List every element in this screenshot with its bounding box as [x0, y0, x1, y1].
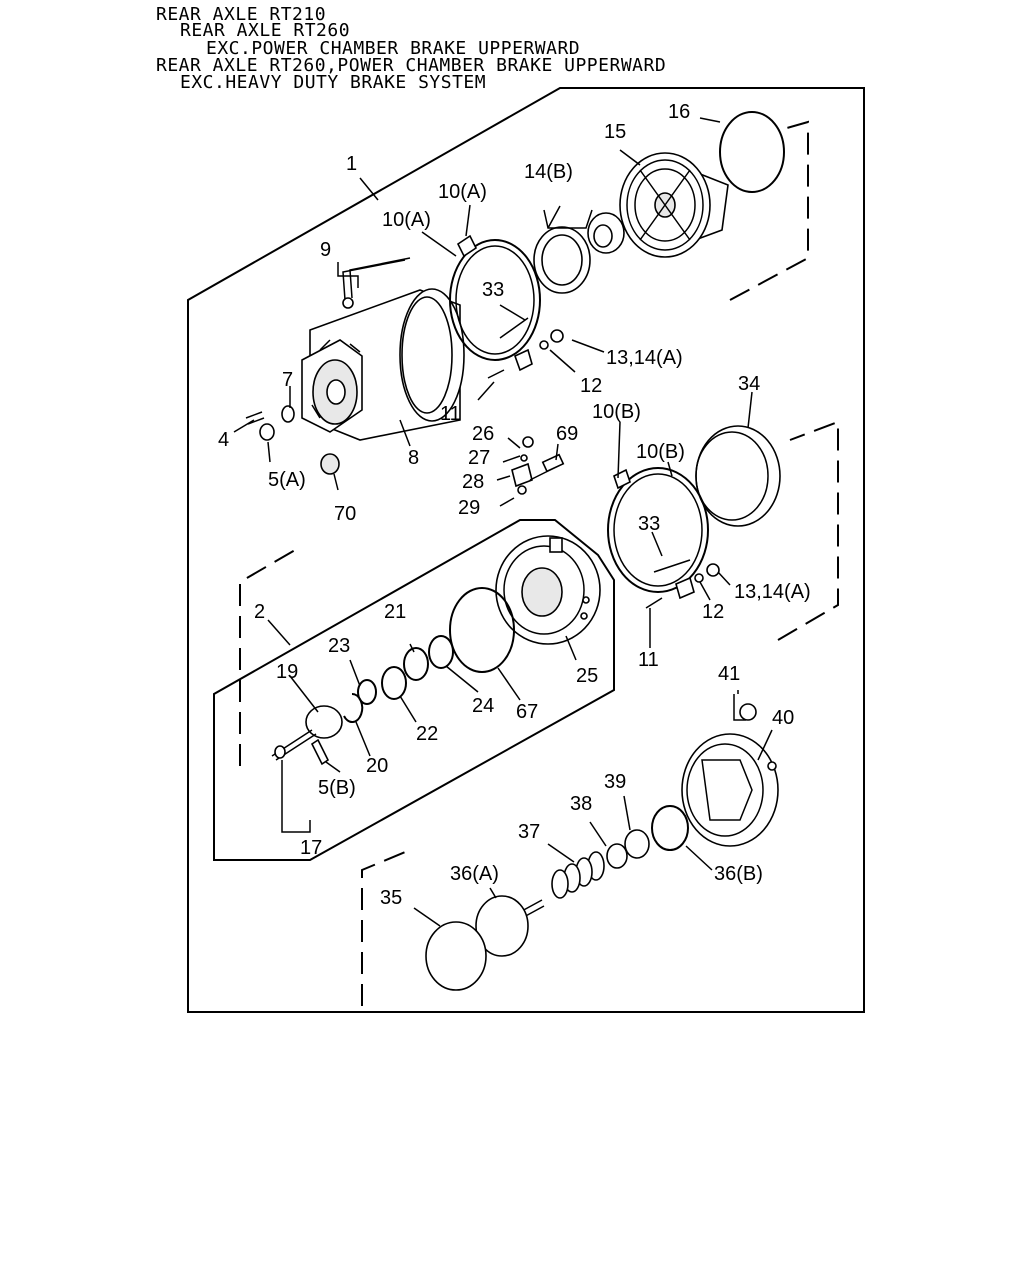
callout-20: 20 — [366, 755, 388, 777]
callout-10a-lower: 10(A) — [382, 209, 431, 231]
breather-pipe — [342, 257, 411, 309]
callout-4: 4 — [218, 429, 229, 451]
callout-33-lower: 33 — [638, 513, 660, 535]
ring-38 — [606, 843, 628, 869]
callout-38: 38 — [570, 793, 592, 815]
ring-22 — [381, 666, 407, 700]
piston-rod-17-19 — [271, 705, 343, 833]
callout-13-14a-lower: 13,14(A) — [734, 581, 811, 603]
callout-23: 23 — [328, 635, 350, 657]
callout-39: 39 — [604, 771, 626, 793]
callout-40: 40 — [772, 707, 794, 729]
callout-11-lower: 11 — [638, 649, 659, 671]
bolt-11-mid — [645, 597, 663, 609]
callout-29: 29 — [458, 497, 480, 519]
header-line-3: EXC.POWER CHAMBER BRAKE UPPERWARD — [206, 38, 581, 59]
header-line-4: REAR AXLE RT260,POWER CHAMBER BRAKE UPPE… — [156, 55, 667, 76]
seal-36b — [651, 805, 689, 851]
o-ring-16 — [719, 111, 785, 193]
callout-41: 41 — [718, 663, 740, 685]
chamber-cover-15 — [619, 152, 729, 258]
callout-12-upper: 12 — [580, 375, 602, 397]
callout-22: 22 — [416, 723, 438, 745]
callout-13-14a-upper: 13,14(A) — [606, 347, 683, 369]
callout-16: 16 — [668, 101, 690, 123]
group-bracket-left — [239, 545, 303, 766]
guide-39 — [624, 829, 650, 859]
nut-13-top — [550, 329, 564, 343]
nut-70 — [320, 453, 340, 475]
callout-67: 67 — [516, 701, 538, 723]
callout-1: 1 — [346, 153, 357, 175]
outer-frame — [187, 87, 865, 1013]
seal-kit-14b — [533, 212, 625, 294]
clamp-ring-10a — [449, 234, 541, 372]
diaphragm-35 — [425, 921, 487, 991]
header-line-5: EXC.HEAVY DUTY BRAKE SYSTEM — [180, 72, 487, 93]
subassembly-outline — [213, 519, 615, 861]
callout-19: 19 — [276, 661, 298, 683]
callout-2: 2 — [254, 601, 265, 623]
callout-21: 21 — [384, 601, 406, 623]
chamber-body — [301, 288, 465, 441]
dust-cover-34 — [695, 425, 781, 527]
callout-5a: 5(A) — [268, 469, 306, 491]
callout-33-upper: 33 — [482, 279, 504, 301]
group-bracket-bottom — [361, 849, 411, 1006]
callout-15: 15 — [604, 121, 626, 143]
callout-36a: 36(A) — [450, 863, 499, 885]
ring-23 — [357, 679, 377, 705]
callout-36b: 36(B) — [714, 863, 763, 885]
group-bracket-top-right — [729, 120, 809, 301]
leader-lines — [233, 117, 773, 927]
pin-4 — [245, 411, 265, 425]
callout-37: 37 — [518, 821, 540, 843]
callout-10b-upper: 10(B) — [592, 401, 641, 423]
washer-12-top — [539, 340, 549, 350]
callout-28: 28 — [462, 471, 484, 493]
ring-21 — [403, 647, 429, 681]
washer-12-mid — [694, 573, 704, 583]
callout-12-lower: 12 — [702, 601, 724, 623]
valve-fittings — [511, 436, 565, 495]
nut-13-mid — [706, 563, 720, 577]
callout-8: 8 — [408, 447, 419, 469]
plate-36a — [475, 895, 529, 957]
fitting-41 — [733, 694, 757, 721]
callout-24: 24 — [472, 695, 494, 717]
o-ring-67 — [449, 587, 515, 673]
callout-25: 25 — [576, 665, 598, 687]
header-line-1: REAR AXLE RT210 — [156, 4, 327, 25]
callout-9: 9 — [320, 239, 331, 261]
callout-69: 69 — [556, 423, 578, 445]
callout-10a-upper: 10(A) — [438, 181, 487, 203]
housing-40 — [681, 733, 779, 847]
bolt-11-top — [487, 369, 505, 379]
callout-10b-lower: 10(B) — [636, 441, 685, 463]
bolt-5a — [259, 423, 275, 441]
group-bracket-middle-right — [777, 420, 839, 641]
ring-24 — [428, 635, 454, 669]
callout-35: 35 — [380, 887, 402, 909]
header-line-2: REAR AXLE RT260 — [180, 20, 351, 41]
callout-27: 27 — [468, 447, 490, 469]
callout-7: 7 — [282, 369, 293, 391]
callout-17: 17 — [300, 837, 322, 859]
callout-5b: 5(B) — [318, 777, 356, 799]
callout-26: 26 — [472, 423, 494, 445]
callout-11-upper: 11 — [440, 403, 461, 425]
o-ring-7 — [281, 405, 295, 423]
callout-70: 70 — [334, 503, 356, 525]
callout-14b: 14(B) — [524, 161, 573, 183]
spring-37 — [551, 851, 605, 899]
callout-34: 34 — [738, 373, 760, 395]
snap-ring-20 — [343, 692, 364, 723]
housing-25 — [495, 535, 601, 645]
